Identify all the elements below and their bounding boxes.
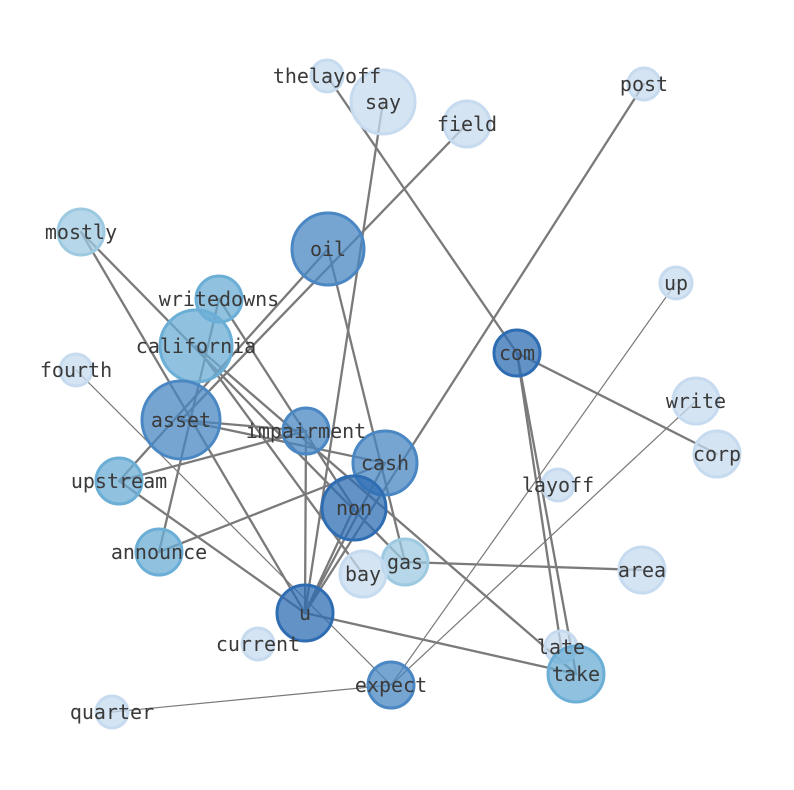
edge-california-bay [194,344,365,576]
node-non[interactable] [320,474,388,542]
edge-u-take [303,611,578,676]
node-oil[interactable] [290,211,366,287]
node-label-writedowns: writedowns [159,287,279,311]
edge-writedowns-non [217,297,356,510]
node-label-non: non [336,496,372,520]
edge-quarter-expect [111,684,392,713]
node-label-announce: announce [111,540,207,564]
node-label-impairment: impairment [246,419,366,443]
edge-write-expect [390,400,697,686]
node-label-field: field [437,112,497,136]
edges-layer [75,74,719,713]
node-label-quarter: quarter [70,700,154,724]
nodes-layer [56,58,742,730]
node-label-expect: expect [355,673,427,697]
node-label-bay: bay [345,562,381,586]
edge-fourth-expect [75,369,392,686]
node-label-fourth: fourth [40,358,112,382]
node-announce[interactable] [134,527,184,577]
edge-gas-area [403,560,644,572]
node-label-com: com [499,341,535,365]
node-label-take: take [552,662,600,686]
node-label-up: up [664,271,688,295]
node-label-say: say [365,90,401,114]
node-label-area: area [618,558,666,582]
node-impairment[interactable] [281,406,331,456]
node-label-current: current [216,632,300,656]
node-write[interactable] [671,376,721,426]
edge-upstream-u [117,479,307,615]
node-thelayoff[interactable] [309,58,345,94]
edge-impairment-u [303,429,308,615]
node-label-oil: oil [310,237,346,261]
edge-impairment-upstream [117,429,308,483]
node-up[interactable] [658,265,694,301]
node-area[interactable] [617,545,667,595]
node-label-late: late [537,635,585,659]
node-layoff[interactable] [540,467,576,503]
node-california[interactable] [158,308,234,384]
node-field[interactable] [442,99,492,149]
node-u[interactable] [275,583,335,643]
edge-com-late [515,351,563,649]
node-quarter[interactable] [94,694,130,730]
node-label-california: california [136,334,256,358]
node-mostly[interactable] [56,207,106,257]
node-corp[interactable] [692,429,742,479]
edge-up-expect [390,282,677,686]
node-upstream[interactable] [94,456,144,506]
node-label-write: write [666,389,726,413]
node-com[interactable] [492,328,542,378]
node-label-layoff: layoff [522,473,594,497]
node-label-mostly: mostly [45,220,117,244]
node-fourth[interactable] [58,352,94,388]
node-label-asset: asset [151,408,211,432]
node-asset[interactable] [140,379,222,461]
edge-oil-gas [326,247,407,564]
edge-com-corp [515,351,719,456]
node-current[interactable] [240,626,276,662]
node-label-cash: cash [361,451,409,475]
node-label-upstream: upstream [71,469,167,493]
node-label-thelayoff: thelayoff [273,64,381,88]
node-bay[interactable] [338,549,388,599]
node-label-gas: gas [387,550,423,574]
edge-say-u [303,100,385,615]
node-post[interactable] [626,66,662,102]
node-label-corp: corp [693,442,741,466]
node-expect[interactable] [366,660,416,710]
edge-com-take [515,351,578,676]
node-take[interactable] [546,644,606,704]
node-say[interactable] [349,68,417,136]
node-label-post: post [620,72,668,96]
node-label-u: u [299,601,311,625]
